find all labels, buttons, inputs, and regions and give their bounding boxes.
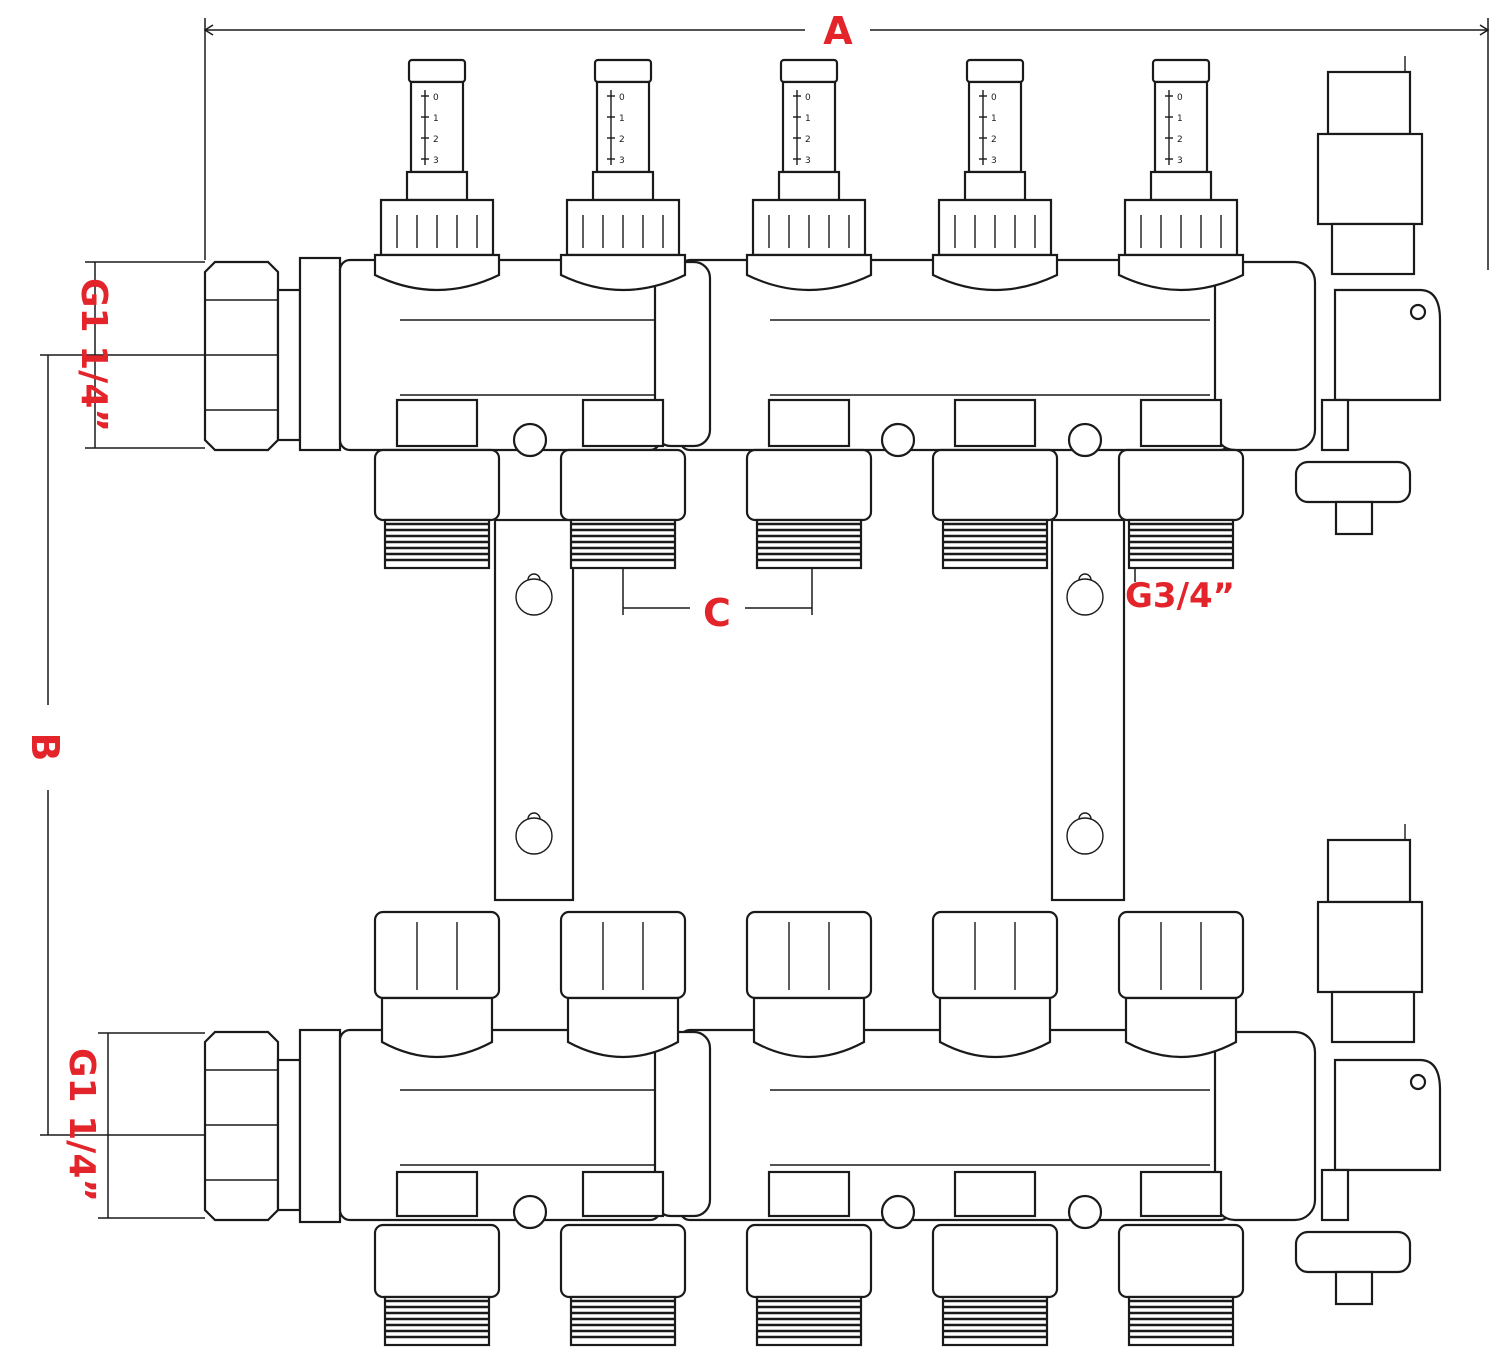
outlet-body bbox=[373, 448, 501, 522]
valve-cap-icon bbox=[931, 910, 1059, 1058]
return-bar-plug bbox=[880, 1194, 916, 1230]
supply-inlet-nut bbox=[203, 260, 280, 452]
bracket-left bbox=[493, 518, 575, 902]
valve-cap-icon bbox=[373, 910, 501, 1058]
bracket-right bbox=[1050, 518, 1126, 902]
dimension-lines bbox=[40, 18, 1490, 1219]
inlet-thread-top-label: G1 1/4” bbox=[73, 278, 114, 432]
flowmeter-scale-mark: 3 bbox=[991, 156, 997, 166]
return-manifold bbox=[203, 1028, 1317, 1230]
valve-cap-icon bbox=[559, 910, 687, 1058]
return-seat bbox=[581, 1170, 665, 1218]
valve-cap-icon bbox=[745, 910, 873, 1058]
flowmeter-icon: 0 1 2 3 bbox=[559, 58, 687, 292]
flowmeter-scale-mark: 3 bbox=[1177, 156, 1183, 166]
supply-bracket-screw-left bbox=[512, 422, 548, 458]
flowmeter-scale-mark: 0 bbox=[805, 93, 811, 103]
flowmeter-scale-mark: 3 bbox=[619, 156, 625, 166]
flowmeter-scale-mark: 1 bbox=[991, 114, 997, 124]
return-body bbox=[373, 1223, 501, 1299]
return-body bbox=[931, 1223, 1059, 1299]
outlet-thread-label: G3/4” bbox=[1125, 576, 1235, 616]
dimension-b-label: B bbox=[23, 733, 67, 762]
outlet-body bbox=[931, 448, 1059, 522]
flowmeter-scale-mark: 2 bbox=[805, 135, 811, 145]
return-inlet-nut bbox=[203, 1030, 280, 1222]
return-bracket-screw-left bbox=[512, 1194, 548, 1230]
dimension-c-label: C bbox=[703, 591, 731, 635]
loop-ports: 0 1 2 3 0 1 2 3 0 1 2 3 0 1 2 3 0 1 2 3 bbox=[373, 58, 1245, 1347]
dimension-a-label: A bbox=[823, 9, 853, 53]
return-body bbox=[559, 1223, 687, 1299]
flowmeter-scale-mark: 0 bbox=[1177, 93, 1183, 103]
outlet-seat bbox=[581, 398, 665, 448]
flowmeter-scale-mark: 1 bbox=[619, 114, 625, 124]
flowmeter-scale-mark: 2 bbox=[619, 135, 625, 145]
loop-2: 0 1 2 3 bbox=[559, 58, 687, 1347]
loop-4: 0 1 2 3 bbox=[931, 58, 1059, 1347]
outlet-body bbox=[745, 448, 873, 522]
flowmeter-scale-mark: 3 bbox=[433, 156, 439, 166]
dimension-labels: A B C G1 1/4” G1 1/4” G3/4” bbox=[23, 9, 1235, 1202]
loop-1: 0 1 2 3 bbox=[373, 58, 501, 1347]
flowmeter-icon: 0 1 2 3 bbox=[1117, 58, 1245, 292]
supply-bar-plug bbox=[880, 422, 916, 458]
keyhole-slot-icon bbox=[515, 573, 1104, 855]
outlet-seat bbox=[1139, 398, 1223, 448]
flowmeter-scale-mark: 1 bbox=[433, 114, 439, 124]
return-seat bbox=[395, 1170, 479, 1218]
flowmeter-scale-mark: 0 bbox=[991, 93, 997, 103]
return-body bbox=[1117, 1223, 1245, 1299]
flowmeter-scale-mark: 2 bbox=[433, 135, 439, 145]
air-vent-icon bbox=[1326, 70, 1412, 136]
air-vent-icon bbox=[1326, 838, 1412, 904]
drain-cock-icon bbox=[1294, 1230, 1412, 1274]
return-seat bbox=[767, 1170, 851, 1218]
supply-manifold bbox=[203, 256, 1317, 458]
return-bracket-screw-right bbox=[1067, 1194, 1103, 1230]
valve-cap-icon bbox=[1117, 910, 1245, 1058]
flowmeter-scale-mark: 1 bbox=[805, 114, 811, 124]
outlet-seat bbox=[395, 398, 479, 448]
inlet-thread-bottom-label: G1 1/4” bbox=[61, 1048, 102, 1202]
drain-cock-icon bbox=[1294, 460, 1412, 504]
flowmeter-scale-mark: 2 bbox=[1177, 135, 1183, 145]
flowmeter-scale-mark: 0 bbox=[619, 93, 625, 103]
flowmeter-scale-mark: 0 bbox=[433, 93, 439, 103]
end-fitting-bottom bbox=[1294, 824, 1442, 1306]
loop-3: 0 1 2 3 bbox=[745, 58, 873, 1347]
outlet-body bbox=[1117, 448, 1245, 522]
return-body bbox=[745, 1223, 873, 1299]
mounting-brackets bbox=[493, 518, 1126, 902]
flowmeter-scale-mark: 2 bbox=[991, 135, 997, 145]
supply-bracket-screw-right bbox=[1067, 422, 1103, 458]
outlet-body bbox=[559, 448, 687, 522]
return-seat bbox=[1139, 1170, 1223, 1218]
outlet-seat bbox=[953, 398, 1037, 448]
return-seat bbox=[953, 1170, 1037, 1218]
outlet-seat bbox=[767, 398, 851, 448]
flowmeter-icon: 0 1 2 3 bbox=[931, 58, 1059, 292]
flowmeter-scale-mark: 3 bbox=[805, 156, 811, 166]
flowmeter-icon: 0 1 2 3 bbox=[745, 58, 873, 292]
loop-5: 0 1 2 3 bbox=[1117, 58, 1245, 1347]
end-fitting-top bbox=[1294, 56, 1442, 536]
flowmeter-scale-mark: 1 bbox=[1177, 114, 1183, 124]
flowmeter-icon: 0 1 2 3 bbox=[373, 58, 501, 292]
